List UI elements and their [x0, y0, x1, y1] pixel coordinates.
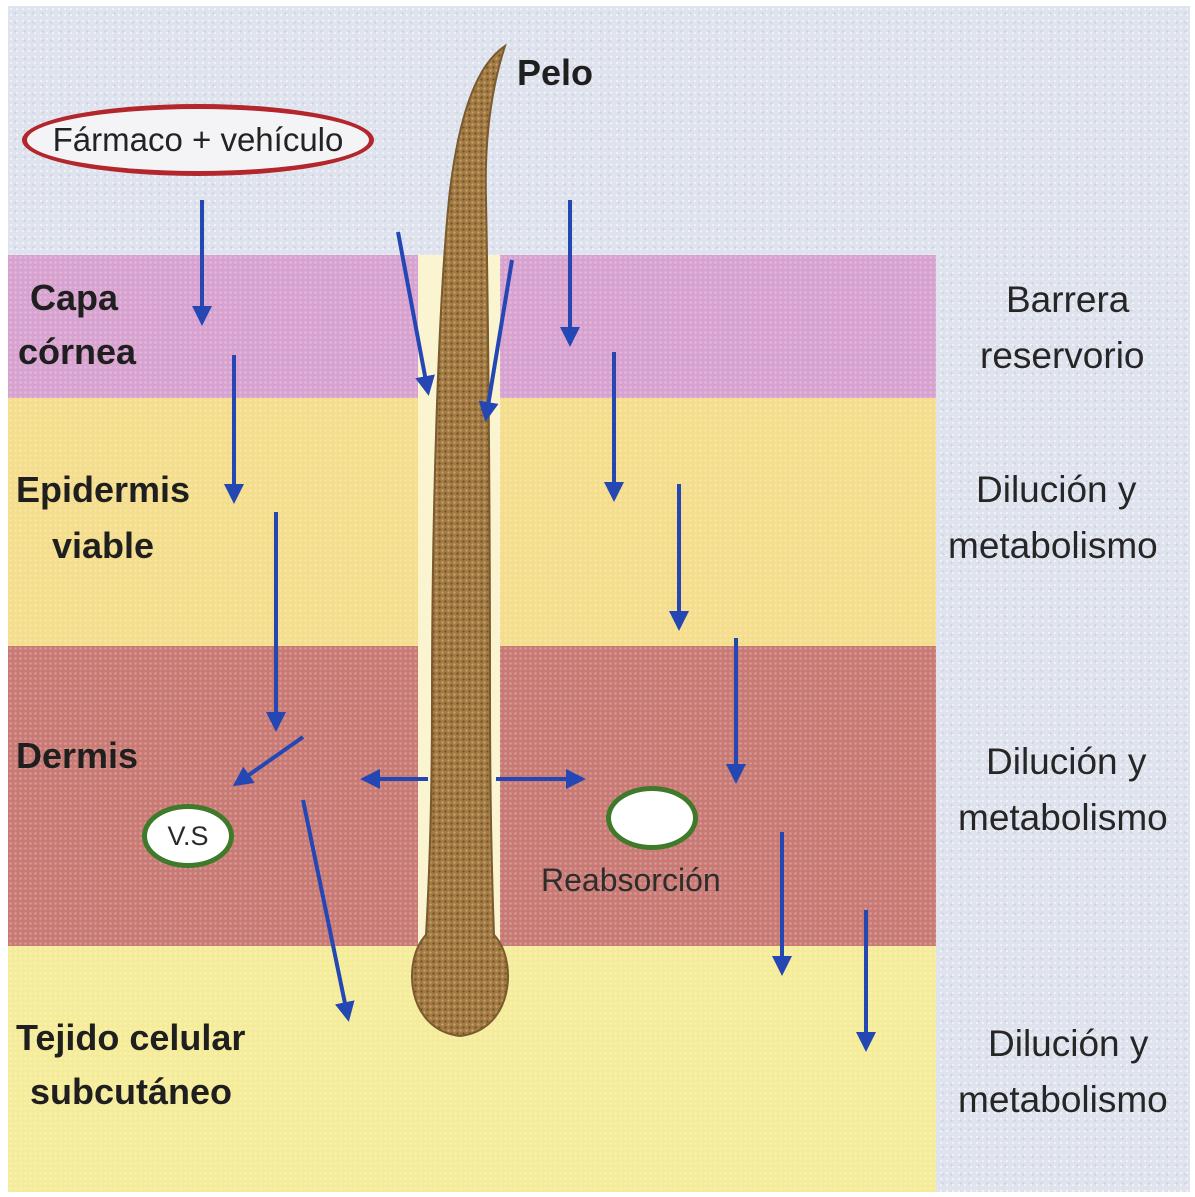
role-label-subcut-line2: metabolismo: [958, 1072, 1168, 1128]
layer-label-cornea-line2: córnea: [18, 326, 136, 378]
layer-label-epidermis-line1: Epidermis: [16, 464, 190, 516]
hair-shaft-icon: [412, 46, 508, 1036]
layer-label-dermis: Dermis: [16, 730, 138, 782]
role-label-dermis-line2: metabolismo: [958, 790, 1168, 846]
flow-arrow-icon: [303, 800, 348, 1018]
role-label-dermis-line1: Dilución y: [986, 734, 1146, 790]
blood-vessel-icon: [606, 786, 698, 850]
role-label-cornea-line2: reservorio: [980, 328, 1145, 384]
role-label-epidermis-line1: Dilución y: [976, 462, 1136, 518]
hair-label: Pelo: [517, 52, 593, 94]
vessel-label: V.S: [167, 821, 208, 852]
role-label-cornea-line1: Barrera: [1006, 272, 1129, 328]
layer-label-cornea-line1: Capa: [30, 272, 118, 324]
role-label-epidermis-line2: metabolismo: [948, 518, 1158, 574]
flow-arrow-icon: [236, 737, 303, 784]
blood-vessel-icon: V.S: [142, 804, 234, 868]
reabsorption-label: Reabsorción: [541, 862, 721, 899]
flow-arrow-icon: [486, 260, 512, 418]
drug-vehicle-label: Fármaco + vehículo: [53, 121, 344, 159]
layer-label-epidermis-line2: viable: [52, 520, 154, 572]
layer-label-subcut-line1: Tejido celular: [16, 1012, 245, 1064]
flow-arrows: [202, 200, 866, 1048]
layer-label-subcut-line2: subcutáneo: [30, 1066, 232, 1118]
drug-vehicle-oval: Fármaco + vehículo: [22, 104, 374, 176]
flow-arrow-icon: [398, 232, 428, 392]
role-label-subcut-line1: Dilución y: [988, 1016, 1148, 1072]
